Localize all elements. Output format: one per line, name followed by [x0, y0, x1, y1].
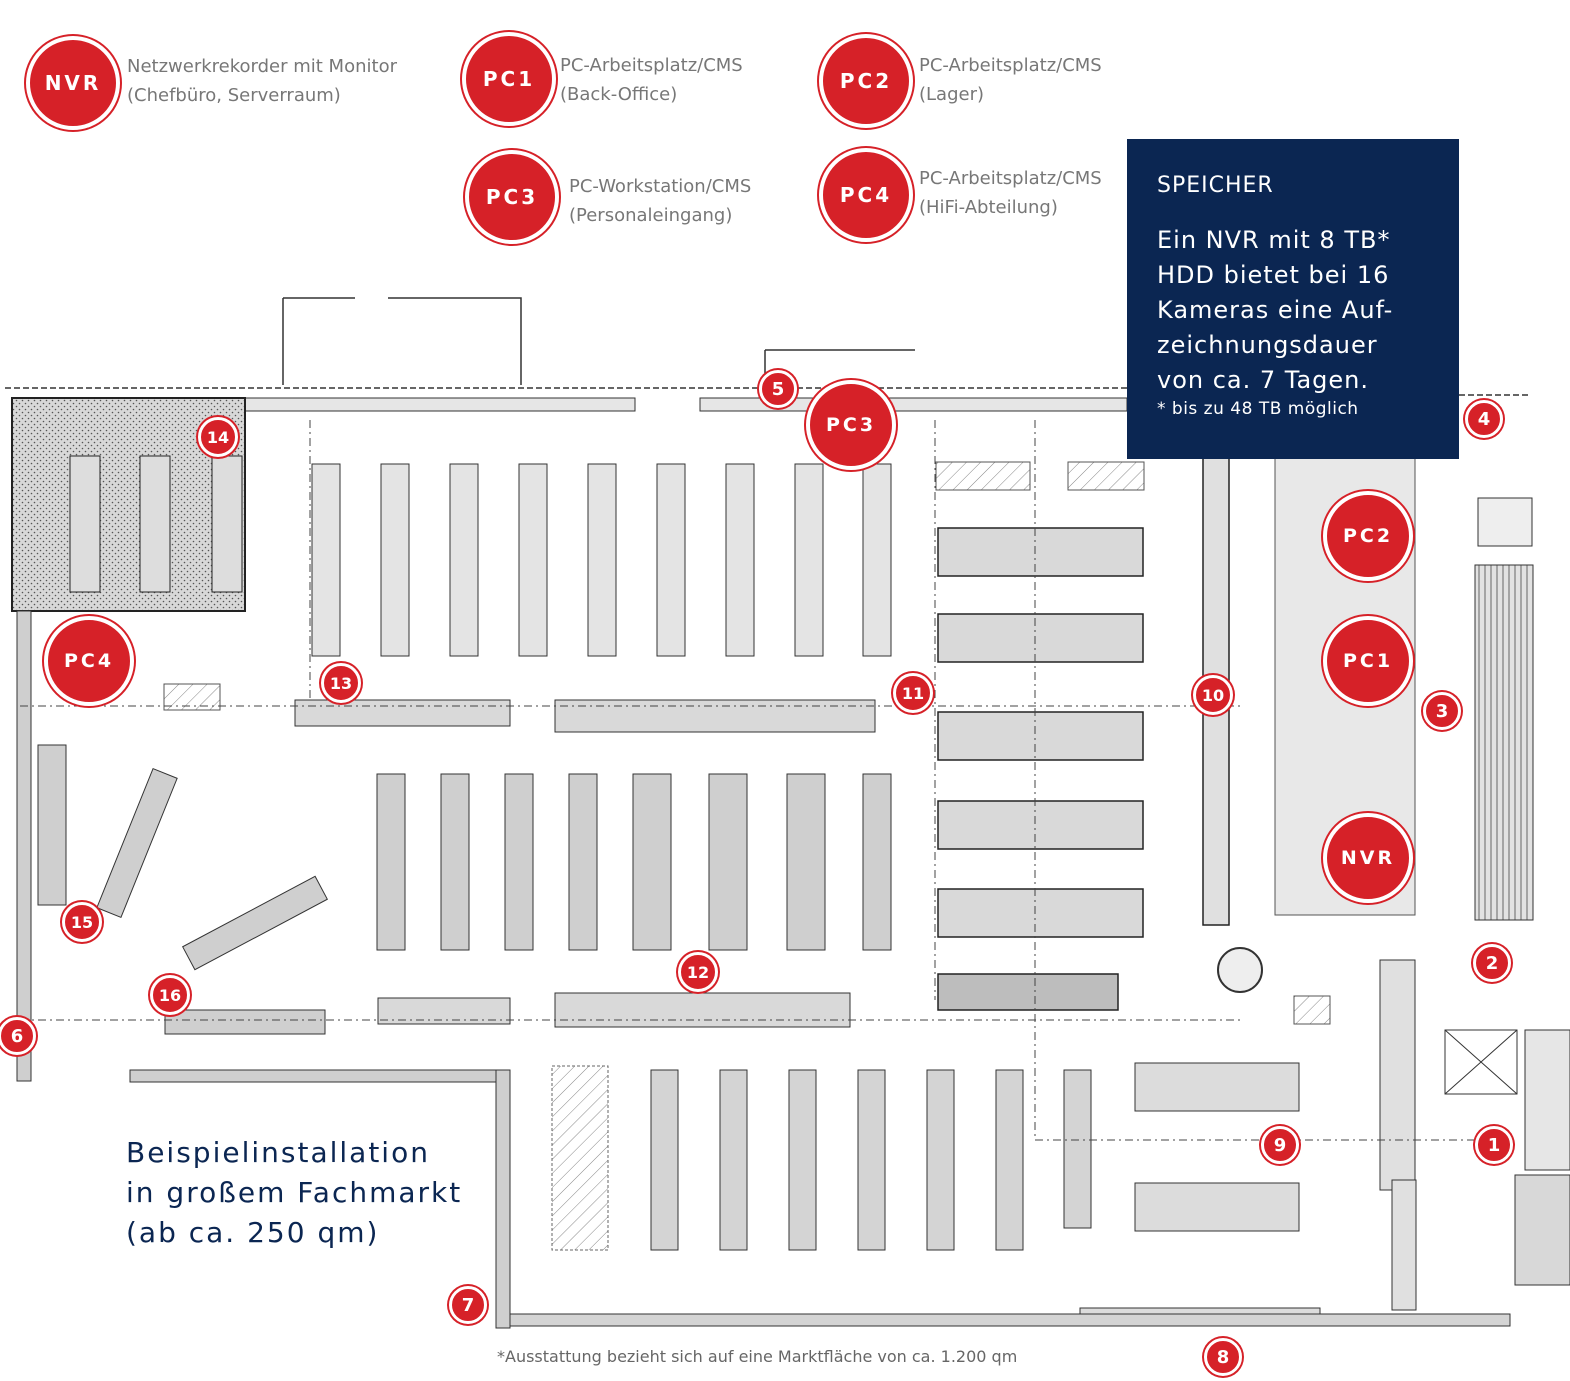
legend-nvr-line2: (Chefbüro, Serverraum) — [127, 85, 341, 106]
info-body: Ein NVR mit 8 TB* HDD bietet bei 16 Kame… — [1157, 223, 1447, 398]
legend-pc1-line1: PC-Arbeitsplatz/CMS — [560, 55, 743, 76]
camera-marker-9: 9 — [1261, 1126, 1299, 1164]
camera-marker-4: 4 — [1465, 400, 1503, 438]
pc3-badge: PC3 — [465, 150, 559, 244]
map-badge-pc3: PC3 — [806, 380, 896, 470]
legend-pc2-line2: (Lager) — [919, 84, 985, 105]
info-body-line: Ein NVR mit 8 TB* — [1157, 226, 1391, 254]
info-title: SPEICHER — [1157, 173, 1274, 198]
caption-line: (ab ca. 250 qm) — [126, 1216, 380, 1249]
camera-marker-15: 15 — [62, 902, 102, 942]
camera-marker-12: 12 — [678, 952, 718, 992]
info-body-line: zeichnungsdauer — [1157, 331, 1378, 359]
camera-marker-7: 7 — [449, 1286, 487, 1324]
camera-marker-10: 10 — [1193, 675, 1233, 715]
camera-marker-11: 11 — [893, 673, 933, 713]
info-body-line: HDD bietet bei 16 — [1157, 261, 1390, 289]
storage-info-box: SPEICHER Ein NVR mit 8 TB* HDD bietet be… — [1127, 139, 1459, 459]
legend-pc4-line2: (HiFi-Abteilung) — [919, 197, 1058, 218]
map-badge-pc1: PC1 — [1323, 616, 1413, 706]
camera-marker-8: 8 — [1204, 1338, 1242, 1376]
camera-marker-13: 13 — [321, 663, 361, 703]
nvr-badge: NVR — [26, 36, 120, 130]
map-badge-pc4: PC4 — [44, 616, 134, 706]
pc2-badge: PC2 — [819, 34, 913, 128]
legend-nvr-text: Netzwerkrekorder mit Monitor (Chefbüro, … — [127, 52, 397, 110]
caption-line: in großem Fachmarkt — [126, 1176, 463, 1209]
example-caption: Beispielinstallation in großem Fachmarkt… — [126, 1133, 462, 1253]
camera-marker-3: 3 — [1423, 692, 1461, 730]
info-body-line: Kameras eine Auf- — [1157, 296, 1394, 324]
legend-pc2-text: PC-Arbeitsplatz/CMS (Lager) — [919, 51, 1102, 109]
camera-marker-2: 2 — [1473, 944, 1511, 982]
caption-line: Beispielinstallation — [126, 1136, 430, 1169]
legend-pc2-line1: PC-Arbeitsplatz/CMS — [919, 55, 1102, 76]
info-footnote: * bis zu 48 TB möglich — [1157, 399, 1359, 419]
camera-marker-16: 16 — [150, 975, 190, 1015]
legend-pc1-line2: (Back-Office) — [560, 84, 678, 105]
camera-marker-5: 5 — [759, 370, 797, 408]
pc4-badge: PC4 — [819, 148, 913, 242]
legend-nvr-line1: Netzwerkrekorder mit Monitor — [127, 56, 397, 77]
legend-pc4-text: PC-Arbeitsplatz/CMS (HiFi-Abteilung) — [919, 164, 1102, 222]
legend-pc3-text: PC-Workstation/CMS (Personaleingang) — [569, 172, 751, 230]
map-badge-pc2: PC2 — [1323, 491, 1413, 581]
camera-marker-6: 6 — [0, 1017, 36, 1055]
camera-marker-1: 1 — [1475, 1126, 1513, 1164]
legend-pc1-text: PC-Arbeitsplatz/CMS (Back-Office) — [560, 51, 743, 109]
legend-pc3-line2: (Personaleingang) — [569, 205, 733, 226]
footnote: *Ausstattung bezieht sich auf eine Markt… — [497, 1347, 1018, 1366]
camera-marker-14: 14 — [198, 417, 238, 457]
pc1-badge: PC1 — [462, 32, 556, 126]
info-body-line: von ca. 7 Tagen. — [1157, 366, 1370, 394]
legend-pc4-line1: PC-Arbeitsplatz/CMS — [919, 168, 1102, 189]
map-badge-nvr: NVR — [1323, 813, 1413, 903]
legend-pc3-line1: PC-Workstation/CMS — [569, 176, 752, 197]
